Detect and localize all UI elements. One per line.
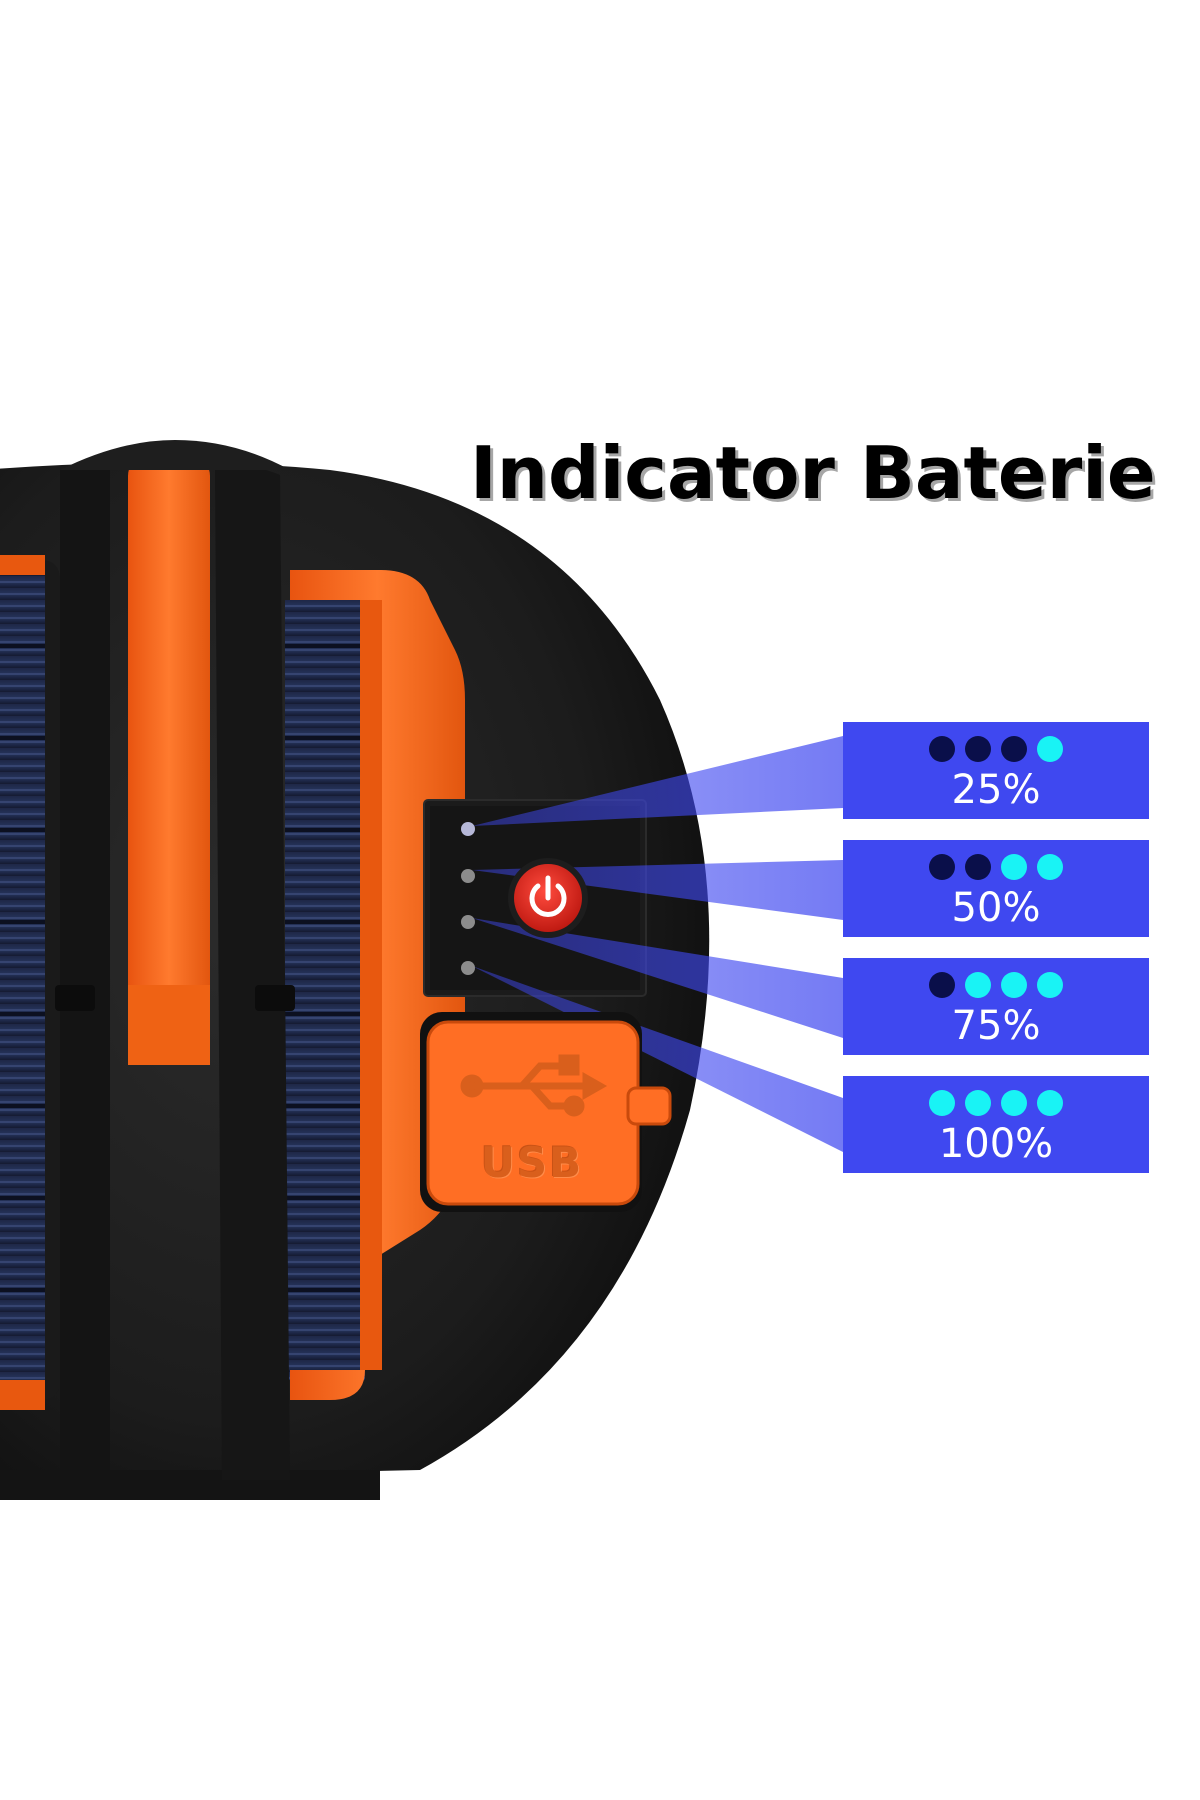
indicator-dots	[843, 972, 1149, 998]
indicator-dot-3	[1001, 1090, 1027, 1116]
indicator-dots	[843, 854, 1149, 880]
battery-panel-100: 100%	[843, 1076, 1149, 1173]
body-ridges	[55, 440, 295, 1480]
battery-percent: 100%	[938, 1121, 1054, 1167]
led-3	[461, 915, 475, 929]
page-title: Indicator Baterie	[470, 431, 1156, 515]
indicator-dot-1	[929, 854, 955, 880]
indicator-dots	[843, 736, 1149, 762]
led-indicators	[461, 822, 475, 975]
battery-percent: 25%	[951, 767, 1041, 813]
usb-cover[interactable]	[420, 1012, 672, 1212]
battery-percent: 50%	[951, 885, 1041, 931]
led-1	[461, 822, 475, 836]
indicator-dot-4	[1037, 1090, 1063, 1116]
battery-panel-75: 75%	[843, 958, 1149, 1055]
usb-icon	[460, 1054, 608, 1117]
indicator-dot-2	[965, 1090, 991, 1116]
indicator-dot-3	[1001, 972, 1027, 998]
indicator-dot-2	[965, 736, 991, 762]
indicator-dots	[843, 1090, 1149, 1116]
power-icon	[529, 883, 567, 917]
indicator-dot-3	[1001, 736, 1027, 762]
indicator-dot-4	[1037, 972, 1063, 998]
indicator-dot-4	[1037, 854, 1063, 880]
indicator-dot-1	[929, 1090, 955, 1116]
indicator-dot-3	[1001, 854, 1027, 880]
battery-percent: 75%	[951, 1003, 1041, 1049]
battery-panel-50: 50%	[843, 840, 1149, 937]
led-4	[461, 961, 475, 975]
indicator-dot-1	[929, 972, 955, 998]
power-button[interactable]	[508, 858, 588, 938]
indicator-dot-4	[1037, 736, 1063, 762]
indicator-dot-1	[929, 736, 955, 762]
indicator-dot-2	[965, 854, 991, 880]
led-2	[461, 869, 475, 883]
battery-panel-25: 25%	[843, 722, 1149, 819]
usb-label: USB	[480, 1138, 584, 1187]
indicator-dot-2	[965, 972, 991, 998]
